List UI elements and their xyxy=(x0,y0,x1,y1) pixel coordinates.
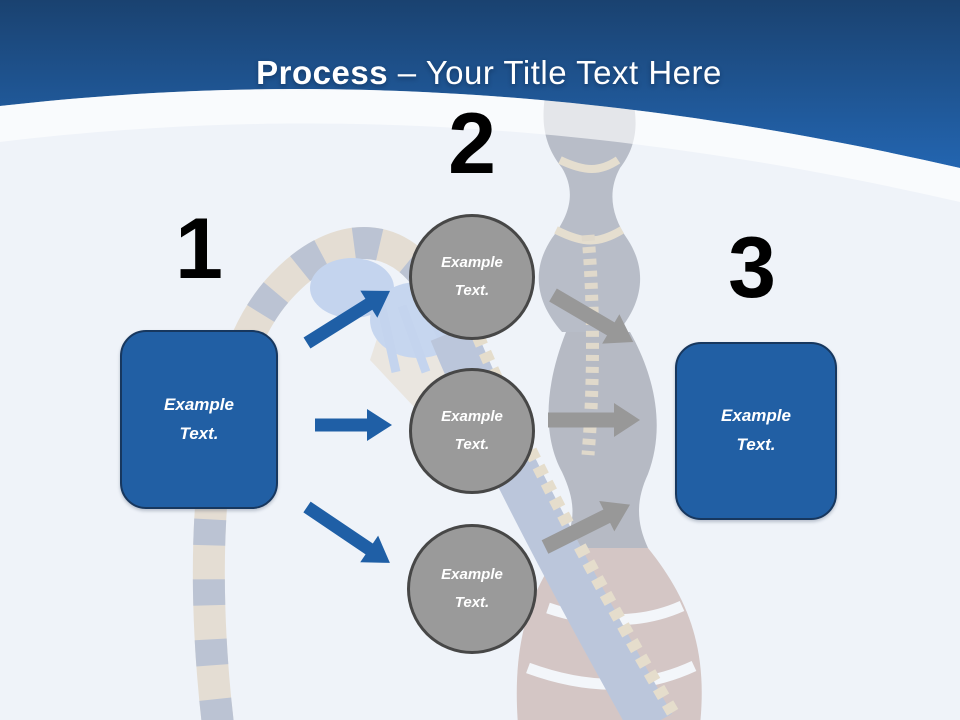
photo-base xyxy=(516,548,702,720)
step-number-3: 3 xyxy=(728,220,776,316)
photo-gold-coil xyxy=(581,234,599,456)
step-number-2: 2 xyxy=(448,96,496,192)
header-curve-band xyxy=(0,89,960,202)
header-blue-shape xyxy=(0,0,960,168)
photo-base-pattern xyxy=(526,600,697,690)
process-circle-bottom: Example Text. xyxy=(407,524,537,654)
step-number-1: 1 xyxy=(175,201,223,297)
process-circle-top: Example Text. xyxy=(409,214,535,340)
photo-stem xyxy=(548,332,657,548)
process-box-label: Example Text. xyxy=(164,394,234,443)
gray-arrow-from-bottom-circle-icon xyxy=(541,500,631,554)
gray-arrow-from-middle-circle-icon xyxy=(548,403,640,437)
slide-title: Process – Your Title Text Here xyxy=(0,54,960,92)
blue-arrow-to-bottom-circle-icon xyxy=(303,501,390,563)
process-box-step-1: Example Text. xyxy=(120,330,278,509)
blue-arrow-to-middle-circle-icon xyxy=(315,409,392,441)
process-circle-label: Example Text. xyxy=(441,566,503,611)
process-box-step-3: Example Text. xyxy=(675,342,837,520)
blue-arrow-to-top-circle-icon xyxy=(303,290,391,349)
slide-title-rest: – Your Title Text Here xyxy=(388,54,722,91)
photo-tassel xyxy=(310,258,394,318)
gray-arrow-from-top-circle-icon xyxy=(549,288,634,344)
header-banner xyxy=(0,0,960,202)
process-box-label: Example Text. xyxy=(721,406,791,454)
process-circle-middle: Example Text. xyxy=(409,368,535,494)
slide-title-emphasis: Process xyxy=(256,54,389,91)
process-circle-label: Example Text. xyxy=(441,254,503,299)
process-circle-label: Example Text. xyxy=(441,408,503,453)
